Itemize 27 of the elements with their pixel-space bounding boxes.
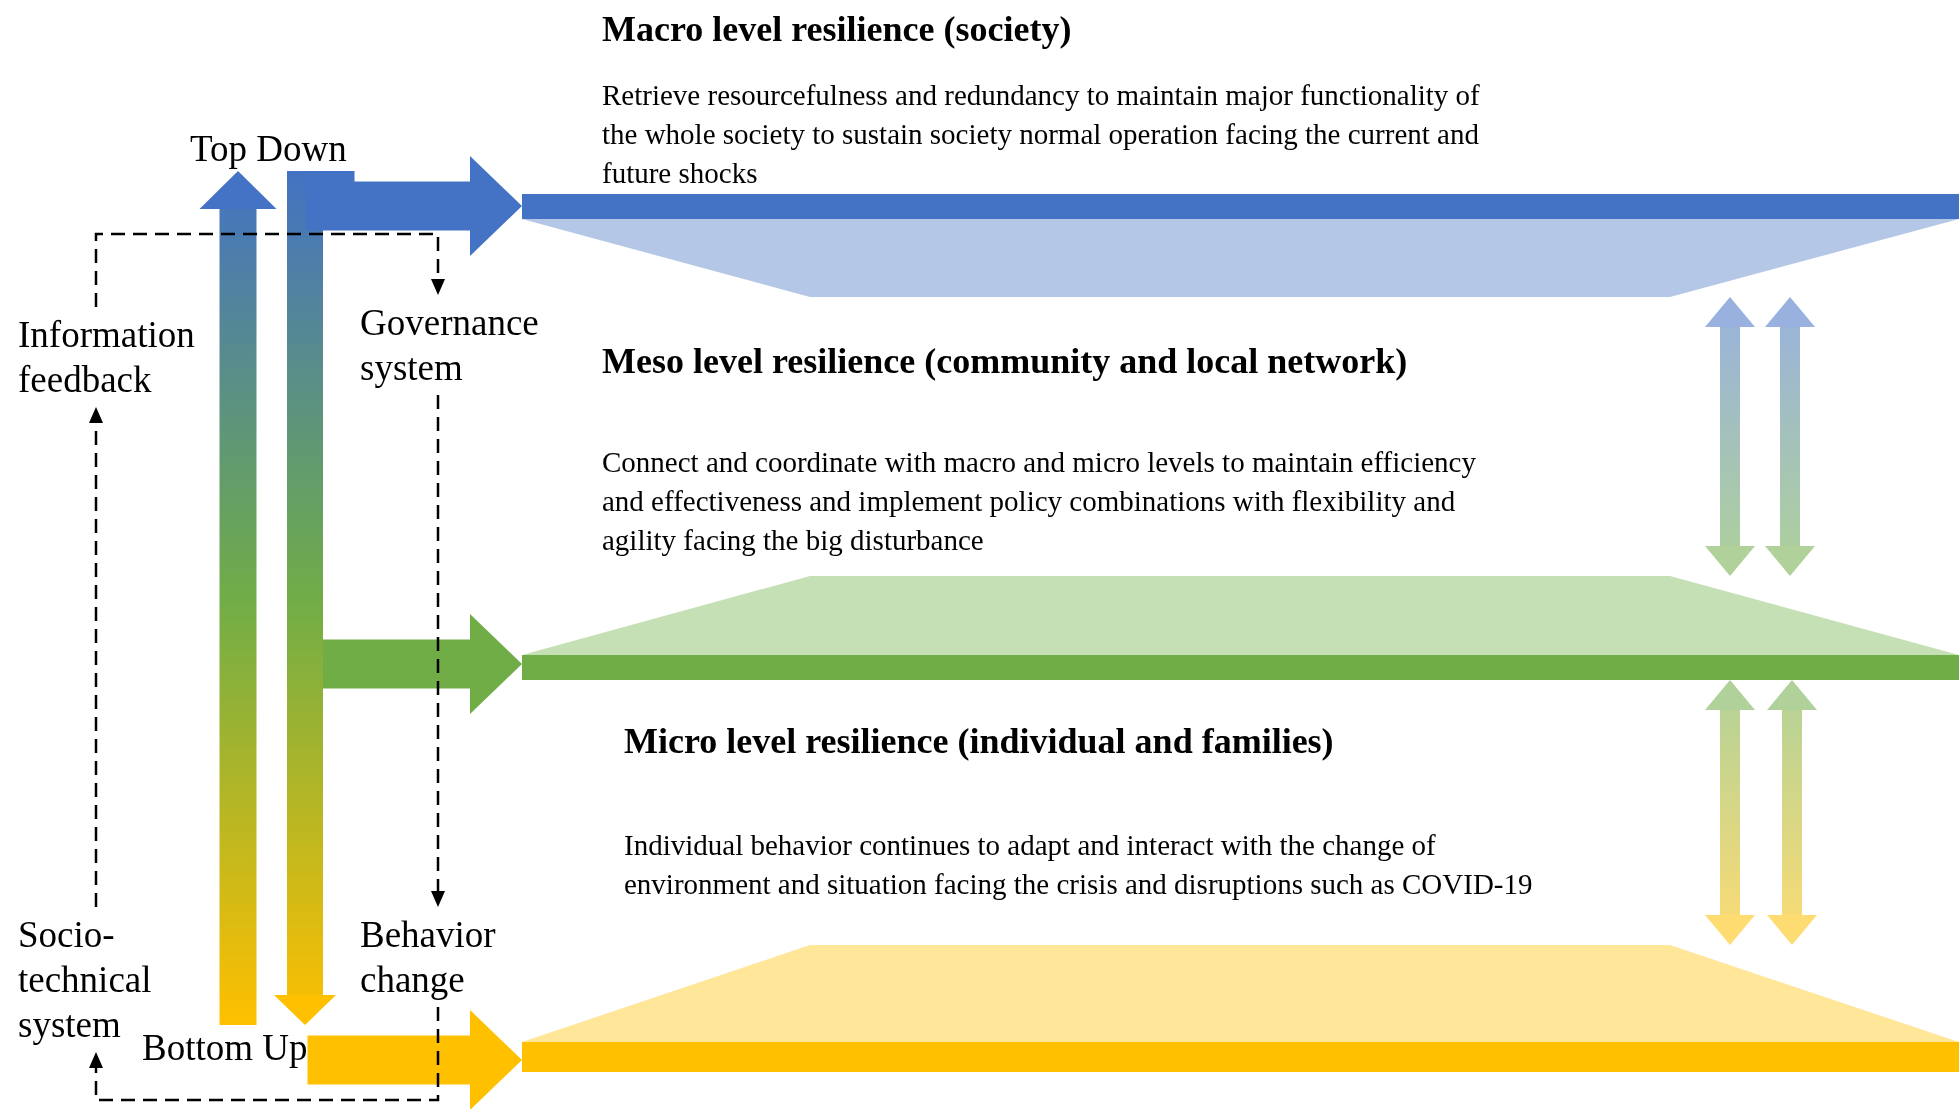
- level-description: Individual behavior continues to adapt and interact with the change of environment and situation facing the crisis and disruptions such as COVID-19: [624, 828, 1534, 902]
- block-arrow: [199, 171, 277, 1025]
- level-description: Retrieve resourcefulness and redundancy to maintain major functionality of the whole society to sustain society normal operation facing the current and future shocks: [602, 78, 1481, 191]
- dashed-arrow: [94, 232, 445, 307]
- flow-label: Top Down: [190, 126, 347, 171]
- block-arrow: [323, 614, 522, 714]
- block-arrow: [1767, 680, 1817, 945]
- level-heading: Macro level resilience (society): [602, 8, 1072, 50]
- block-arrow: [1705, 297, 1755, 576]
- flow-label: Information feedback: [18, 312, 233, 402]
- block-arrow: [1765, 297, 1815, 576]
- level-heading: Micro level resilience (individual and families): [624, 720, 1334, 762]
- block-arrow: [274, 171, 336, 1025]
- level-band: [522, 576, 1959, 680]
- flow-label: Behavior change: [360, 912, 540, 1002]
- level-band: [522, 945, 1959, 1075]
- level-heading: Meso level resilience (community and local network): [602, 340, 1408, 382]
- flow-label: Governance system: [360, 300, 590, 390]
- level-description: Connect and coordinate with macro and micro levels to maintain efficiency and effectiveness and implement policy combinations with flexibility and agility facing the big disturbance: [602, 445, 1477, 558]
- level-band: [522, 194, 1959, 297]
- dashed-arrow: [431, 395, 445, 907]
- flow-label: Bottom Up: [142, 1025, 308, 1070]
- block-arrow: [305, 156, 522, 256]
- dashed-arrow: [89, 407, 103, 907]
- dashed-arrow: [89, 1007, 440, 1102]
- block-arrow: [307, 1010, 522, 1109]
- block-arrow: [1705, 680, 1755, 945]
